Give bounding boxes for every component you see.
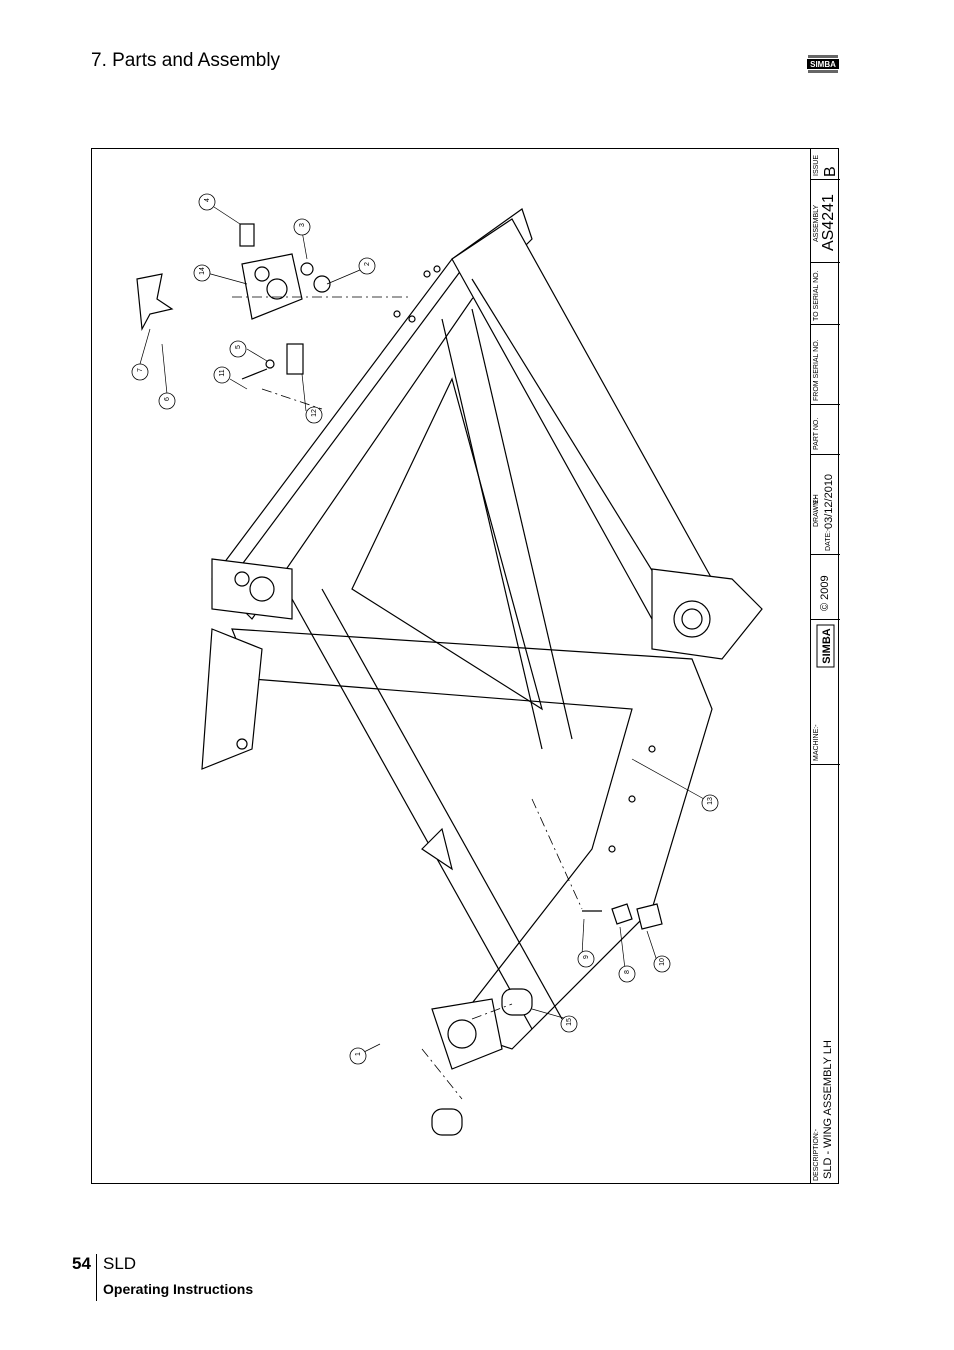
callout-14: 14 (199, 267, 206, 275)
assembly-number: AS4241 (820, 194, 837, 251)
description-value: SLD - WING ASSEMBLY LH (822, 1040, 834, 1179)
machine-label: MACHINE:- (813, 724, 820, 761)
callout-2: 2 (364, 262, 371, 266)
callout-4: 4 (204, 198, 211, 202)
footer-divider (96, 1254, 97, 1301)
callout-8: 8 (624, 970, 631, 974)
svg-text:SIMBA: SIMBA (810, 60, 836, 69)
issue-label: ISSUE (813, 154, 820, 176)
page-number: 54 (72, 1254, 91, 1273)
assembly-label: ASSEMBLY (813, 204, 820, 242)
svg-text:SIMBA: SIMBA (821, 628, 833, 664)
footer-subtitle: Operating Instructions (103, 1281, 254, 1297)
simba-title-logo: SIMBA (816, 624, 835, 668)
callout-7: 7 (137, 368, 144, 372)
callout-5: 5 (235, 345, 242, 349)
callout-6: 6 (164, 397, 171, 401)
callout-11: 11 (219, 369, 226, 376)
drawing-frame: 4 3 2 14 5 7 6 11 12 13 1 15 9 8 10 ISSU… (91, 148, 840, 1184)
simba-logo: SIMBA (807, 55, 839, 73)
model-name: SLD (103, 1254, 137, 1273)
callout-3: 3 (299, 223, 306, 227)
callout-1: 1 (355, 1052, 362, 1056)
callout-9: 9 (583, 955, 590, 959)
part-no-label: PART NO. (813, 417, 820, 450)
title-block: ISSUE B ASSEMBLY AS4241 TO SERIAL NO. FR… (810, 149, 840, 1183)
issue-value: B (822, 166, 839, 177)
copyright: © 2009 (819, 575, 831, 611)
date-value: 03/12/2010 (823, 473, 835, 529)
date-label: DATE:- (825, 528, 832, 551)
drawn-by: EH (813, 494, 820, 504)
to-serial-label: TO SERIAL NO. (813, 270, 820, 321)
callout-13: 13 (707, 797, 714, 805)
callout-15: 15 (566, 1018, 573, 1026)
callout-10: 10 (659, 958, 666, 966)
callout-12: 12 (311, 409, 318, 417)
from-serial-label: FROM SERIAL NO. (813, 339, 820, 401)
description-label: DESCRIPTION:- (813, 1128, 820, 1181)
wing-assembly-drawing: 4 3 2 14 5 7 6 11 12 13 1 15 9 8 10 (131, 193, 763, 1136)
section-title: 7. Parts and Assembly (91, 50, 281, 71)
